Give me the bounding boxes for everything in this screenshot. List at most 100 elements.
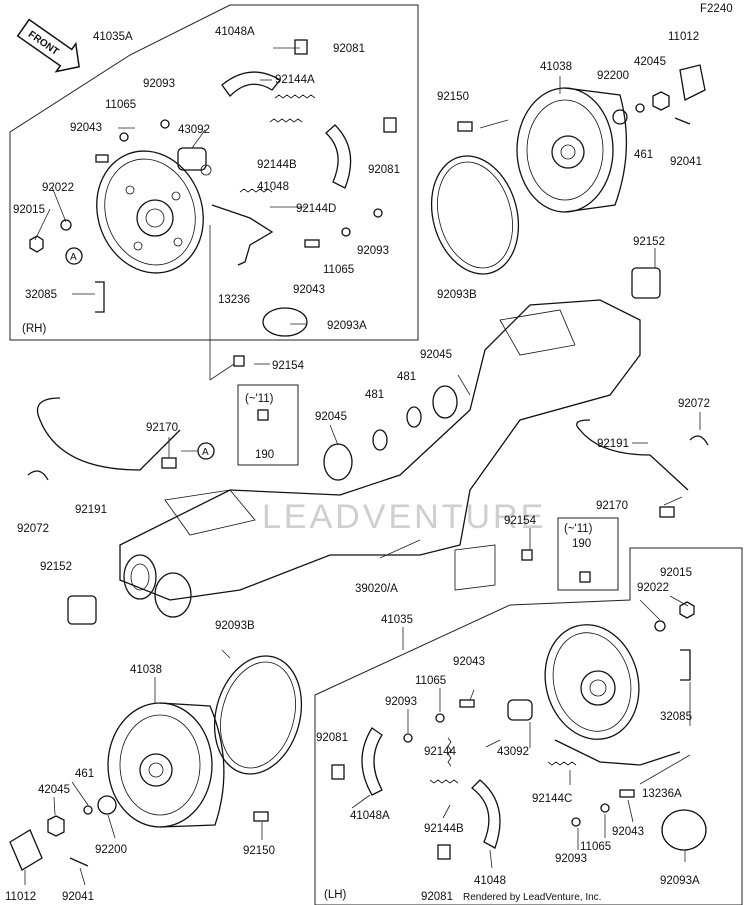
- seal-ring-92093b-bot-icon: [213, 655, 303, 775]
- inset-lower: [557, 517, 619, 591]
- brake-shoe-rh-upper: [221, 71, 281, 97]
- label-41048-bot: 41048: [474, 875, 506, 887]
- lever-13236: [211, 204, 274, 266]
- label-461-bot: 461: [75, 768, 94, 780]
- watermark: LEADVENTURE: [262, 498, 546, 536]
- brake-drum-rh: [516, 87, 628, 213]
- label-92093a-top: 92093A: [327, 320, 367, 332]
- washer-11065-bot2-icon: [600, 803, 610, 813]
- seal-92093a-top-icon: [262, 307, 308, 337]
- axle-housing-39020a: [119, 299, 641, 618]
- ring-92093-bot-icon: [403, 733, 413, 743]
- label-41038-top: 41038: [540, 61, 572, 73]
- label-41038-bot: 41038: [130, 664, 162, 676]
- label-92093-top: 92093: [143, 78, 175, 90]
- label-92041-top: 92041: [670, 156, 702, 168]
- label-92144b-top: 92144B: [257, 159, 297, 171]
- bolt-92154-mid-icon: [521, 549, 533, 561]
- part-labels: 41035A 41048A 92081 92093 92144A 11065 9…: [5, 26, 710, 903]
- label-92152-left: 92152: [40, 561, 72, 573]
- bolt-190-bot-icon: [579, 571, 591, 583]
- cap-11012-bot-icon: [9, 829, 43, 871]
- bearing-92045-b-icon: [323, 443, 353, 481]
- lh-group-frame: [314, 547, 743, 905]
- inset-upper: [237, 384, 299, 466]
- wheel-cylinder-rh: [177, 147, 212, 176]
- seal-92093a-bot-icon: [661, 809, 707, 851]
- clip-92081-mid-icon: [383, 117, 397, 133]
- label-92093a-bot: 92093A: [660, 875, 700, 887]
- brake-shoe-lh-upper: [361, 727, 383, 796]
- label-481-b: 481: [397, 371, 416, 383]
- pin-461-top-icon: [635, 103, 645, 113]
- label-92150-bot: 92150: [243, 845, 275, 857]
- label-11065-mid: 11065: [323, 264, 354, 276]
- label-92191-left: 92191: [75, 504, 107, 516]
- label-32085-top: 32085: [25, 289, 57, 301]
- bolt-190-top-icon: [257, 409, 269, 421]
- label-92170-right: 92170: [596, 500, 628, 512]
- label-41048a: 41048A: [215, 26, 255, 38]
- ref-mark-a-top: [65, 247, 83, 265]
- label-461-top: 461: [634, 149, 653, 161]
- label-11065-bot: 11065: [415, 675, 446, 687]
- ring-92093-mid-icon: [373, 208, 383, 218]
- label-92144d: 92144D: [296, 203, 336, 215]
- label-92045-b: 92045: [315, 411, 347, 423]
- label-42045-top: 42045: [634, 56, 666, 68]
- label-92154-mid: 92154: [504, 515, 537, 527]
- clip-92081-top-icon: [294, 39, 308, 55]
- ref-mark-a-top-label: A: [70, 252, 77, 263]
- label-43092-bot: 43092: [497, 746, 529, 758]
- cotter-pin-92041-bot-icon: [69, 857, 89, 867]
- label-92022-bot: 92022: [637, 582, 669, 594]
- label-92081-bot: 92081: [316, 732, 348, 744]
- label-43092-top: 43092: [178, 124, 210, 136]
- clamp-92170-right-icon: [659, 506, 675, 518]
- label-11065-top: 11065: [105, 99, 136, 111]
- credit-text: Rendered by LeadVenture, Inc.: [463, 892, 601, 903]
- label-13236: 13236: [218, 294, 250, 306]
- rh-group-frame: [9, 4, 419, 341]
- pin-92043-top-icon: [95, 154, 109, 163]
- collar-92152-top-icon: [631, 267, 661, 299]
- label-13236a: 13236A: [642, 788, 682, 800]
- cap-11012-top-icon: [679, 64, 706, 101]
- pin-92043-bot2-icon: [619, 789, 635, 798]
- label-41048: 41048: [257, 181, 289, 193]
- label-11065-bot2: 11065: [580, 841, 611, 853]
- nut-92015-bot-icon: [679, 601, 695, 619]
- ring-92093-bot2-icon: [571, 817, 581, 827]
- brake-panel-lh: [544, 624, 640, 740]
- label-39020a: 39020/A: [355, 583, 398, 595]
- clamp-92072-left-icon: [27, 470, 49, 481]
- clamp-92072-right-icon: [689, 435, 709, 446]
- label-92200-bot: 92200: [95, 844, 127, 856]
- label-41035a: 41035A: [93, 31, 133, 43]
- nut-42045-top-icon: [652, 91, 670, 111]
- hose-92191-right: [576, 419, 689, 491]
- washer-11065-mid-icon: [341, 227, 351, 237]
- label-11012-top: 11012: [668, 31, 699, 43]
- cotter-pin-92041-top-icon: [674, 117, 691, 125]
- bolt-92150-bot-icon: [253, 811, 269, 822]
- label-92144b-bot: 92144B: [424, 823, 464, 835]
- label-190-bot: 190: [572, 538, 591, 550]
- inset-lower-label: (~'11): [564, 523, 593, 535]
- rh-group-label: (RH): [22, 323, 46, 335]
- label-92093b-bot: 92093B: [215, 620, 255, 632]
- collar-92152-left-icon: [67, 595, 97, 625]
- label-92022-top: 92022: [42, 182, 74, 194]
- label-92081-mid: 92081: [368, 164, 400, 176]
- label-92200-top: 92200: [597, 70, 629, 82]
- label-92081-bot2: 92081: [421, 891, 453, 903]
- hose-92191-left: [36, 397, 181, 471]
- label-92152-top: 92152: [633, 236, 665, 248]
- label-92150-top: 92150: [437, 91, 469, 103]
- label-41035: 41035: [381, 614, 413, 626]
- spring-92144c-icon: [547, 761, 577, 766]
- label-92043-bot: 92043: [453, 656, 485, 668]
- nut-42045-bot-icon: [47, 815, 65, 837]
- wheel-cylinder-lh: [507, 699, 533, 721]
- circlip-481-b-icon: [406, 406, 422, 428]
